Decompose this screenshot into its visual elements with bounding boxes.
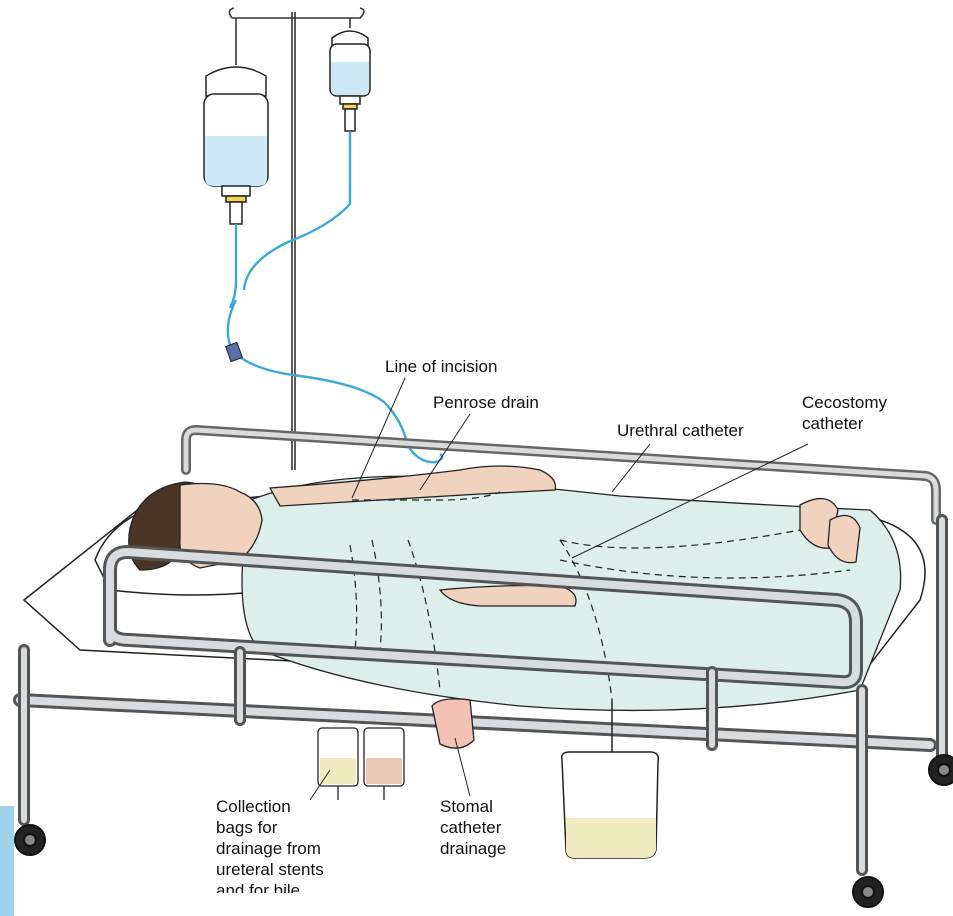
label-stomal-drainage: Stomal catheter drainage [440,796,506,859]
label-collection-line-2: bags for [216,817,324,838]
stomal-pouch [432,699,474,748]
label-stomal-line-2: catheter [440,817,506,838]
iv-clamp [226,342,243,361]
label-line-of-incision: Line of incision [385,356,497,377]
label-collection-bags: Collection bags for drainage from ureter… [216,796,324,893]
patient-arm-left [440,586,576,607]
label-cecostomy-catheter: Cecostomy catheter [802,392,887,434]
label-stomal-line-3: drainage [440,838,506,859]
label-urethral-catheter: Urethral catheter [617,420,744,441]
label-collection-line-5: and for bile [216,880,324,893]
label-penrose-drain: Penrose drain [433,392,539,413]
label-collection-line-4: ureteral stents [216,859,324,880]
label-stomal-line-1: Stomal [440,796,506,817]
iv-bottle-large [204,67,268,224]
collection-bags [318,728,404,800]
label-cecostomy-line-1: Cecostomy [802,392,887,413]
iv-bottle-small [330,31,370,131]
label-collection-line-3: drainage from [216,838,324,859]
label-cecostomy-line-2: catheter [802,413,887,434]
label-collection-line-1: Collection [216,796,324,817]
